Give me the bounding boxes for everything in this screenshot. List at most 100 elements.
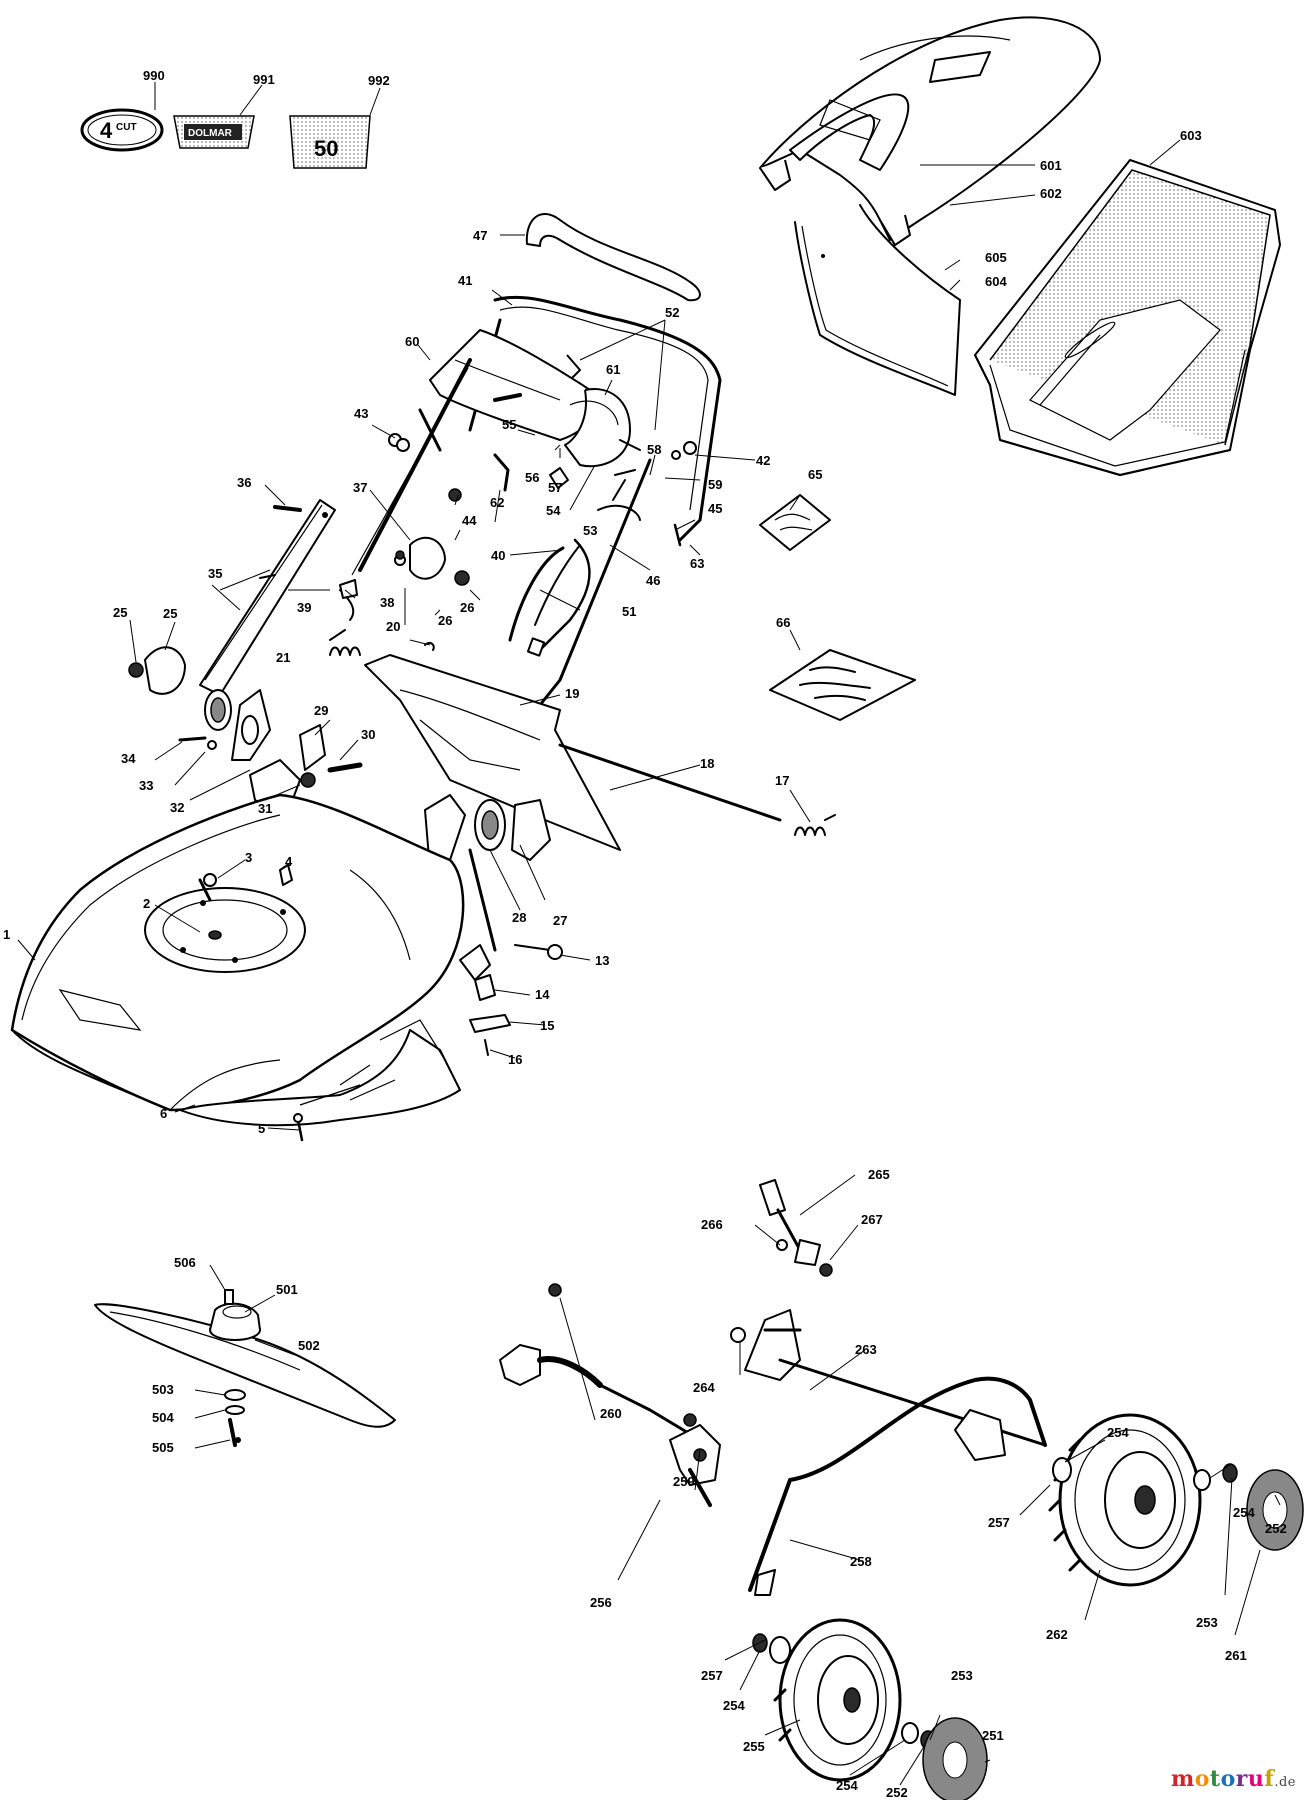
label-34: 34 (121, 751, 136, 766)
label-40: 40 (491, 548, 505, 563)
bag-support-rods (351, 358, 652, 707)
label-31: 31 (258, 801, 272, 816)
label-17: 17 (775, 773, 789, 788)
blade-assembly (94, 1289, 396, 1447)
label-47: 47 (473, 228, 487, 243)
front-wheel (752, 1618, 988, 1800)
decal-dolmar: DOLMAR (173, 115, 255, 149)
label-262: 262 (1046, 1627, 1068, 1642)
label-603: 603 (1180, 128, 1202, 143)
drive-lever (759, 1179, 833, 1277)
mower-deck (10, 793, 491, 1112)
label-20: 20 (386, 619, 400, 634)
label-263: 263 (855, 1342, 877, 1357)
rear-wheel (1048, 1413, 1304, 1587)
label-254c: 254 (723, 1698, 745, 1713)
hardware-small (178, 408, 462, 773)
grass-bag-basket (974, 159, 1281, 476)
left-handle-arm (199, 499, 336, 696)
rear-flap-frame (364, 654, 621, 851)
label-26a: 25 (163, 606, 177, 621)
label-35: 35 (208, 566, 222, 581)
label-990: 990 (143, 68, 165, 83)
handle-knob-left (128, 646, 186, 695)
label-16: 16 (508, 1052, 522, 1067)
watermark-letter: u (1247, 1766, 1265, 1792)
label-602: 602 (1040, 186, 1062, 201)
label-55: 55 (502, 417, 516, 432)
watermark-suffix: .de (1274, 1775, 1296, 1790)
label-265: 265 (868, 1167, 890, 1182)
leader-lines (17, 82, 1281, 1786)
label-254d: 254 (836, 1778, 858, 1793)
grass-bag-frame (794, 204, 961, 396)
label-267: 267 (861, 1212, 883, 1227)
label-15: 15 (540, 1018, 554, 1033)
label-259: 259 (673, 1474, 695, 1489)
height-adjust-assembly (424, 794, 551, 952)
label-13: 13 (595, 953, 609, 968)
label-252a: 252 (1265, 1521, 1287, 1536)
label-59: 59 (708, 477, 722, 492)
label-44: 44 (462, 513, 477, 528)
label-5: 5 (258, 1121, 265, 1136)
decal-4cut-word: CUT (116, 122, 137, 133)
decal-4cut-number: 4 (100, 118, 113, 143)
label-27: 27 (553, 913, 567, 928)
motoruf-watermark: motoruf.de (1171, 1766, 1296, 1792)
label-6: 6 (160, 1106, 167, 1121)
label-58: 58 (647, 442, 661, 457)
label-252b: 252 (886, 1785, 908, 1800)
label-601: 601 (1040, 158, 1062, 173)
label-254a: 254 (1107, 1425, 1129, 1440)
label-41: 41 (458, 273, 472, 288)
label-43: 43 (354, 406, 368, 421)
label-14: 14 (535, 987, 550, 1002)
label-4: 4 (285, 854, 293, 869)
watermark-letter: t (1209, 1766, 1221, 1792)
label-66: 66 (776, 615, 790, 630)
label-25b: 26 (460, 600, 474, 615)
label-605: 605 (985, 250, 1007, 265)
label-253b: 253 (951, 1668, 973, 1683)
label-253a: 253 (1196, 1615, 1218, 1630)
decal-50: 50 (289, 115, 371, 169)
rear-axle-bracket (730, 1309, 1047, 1461)
label-38: 38 (380, 595, 394, 610)
decal-4cut: 4 CUT (80, 108, 164, 152)
label-264: 264 (693, 1380, 715, 1395)
watermark-letter: r (1235, 1766, 1248, 1792)
label-42: 42 (756, 453, 770, 468)
label-254b: 254 (1233, 1505, 1255, 1520)
rear-axle-rod (558, 743, 782, 822)
label-25a: 25 (113, 605, 127, 620)
drive-handle-u (748, 1376, 1047, 1596)
label-52: 52 (665, 305, 679, 320)
parts-bag-65 (759, 494, 831, 551)
label-62: 62 (490, 495, 504, 510)
label-32: 32 (170, 800, 184, 815)
label-28: 28 (512, 910, 526, 925)
control-panel (429, 329, 631, 468)
label-604: 604 (985, 274, 1007, 289)
label-51: 51 (622, 604, 636, 619)
label-506: 506 (174, 1255, 196, 1270)
label-37: 37 (353, 480, 367, 495)
watermark-letter: o (1220, 1766, 1236, 1792)
label-65: 65 (808, 467, 822, 482)
label-1: 1 (3, 927, 10, 942)
mulch-insert (179, 1019, 461, 1127)
label-46: 46 (646, 573, 660, 588)
watermark-name: motoruf (1171, 1766, 1274, 1792)
label-503: 503 (152, 1382, 174, 1397)
adjuster-gears (204, 689, 271, 761)
springs (329, 629, 836, 836)
label-29: 29 (314, 703, 328, 718)
label-504: 504 (152, 1410, 174, 1425)
label-992: 992 (368, 73, 390, 88)
cables (508, 538, 591, 657)
label-261: 261 (1225, 1648, 1247, 1663)
parts-bag-66 (769, 649, 916, 721)
label-3: 3 (245, 850, 252, 865)
